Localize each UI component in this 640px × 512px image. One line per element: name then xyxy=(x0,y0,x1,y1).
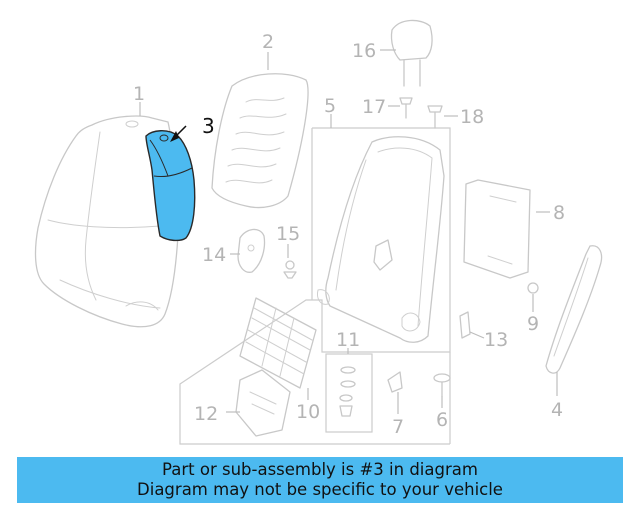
callout-14: 14 xyxy=(202,244,226,266)
banner-line-2: Diagram may not be specific to your vehi… xyxy=(137,480,503,499)
callout-13: 13 xyxy=(484,329,508,351)
part-17-guide xyxy=(399,97,413,119)
part-3-shape xyxy=(145,130,196,242)
callout-5: 5 xyxy=(324,95,336,117)
callout-15: 15 xyxy=(276,223,300,245)
callout-12: 12 xyxy=(194,403,218,425)
part-4-side-shield xyxy=(545,245,603,374)
callout-9: 9 xyxy=(527,313,539,335)
part-11-hardware-box xyxy=(325,353,373,433)
callout-17: 17 xyxy=(362,96,386,118)
callout-7: 7 xyxy=(392,416,404,438)
callout-16: 16 xyxy=(352,40,376,62)
part-7-clip xyxy=(387,371,403,393)
callout-2: 2 xyxy=(262,31,274,53)
part-16-headrest xyxy=(390,19,433,87)
part-12-bracket xyxy=(235,369,291,437)
part-18-guide xyxy=(427,105,443,129)
part-2-back-pad xyxy=(211,73,309,209)
frame-assembly-outline xyxy=(179,127,451,445)
callout-6: 6 xyxy=(436,409,448,431)
part-9-clip xyxy=(527,282,539,294)
part-6-bolt xyxy=(433,373,451,397)
part-13-pin xyxy=(459,311,471,339)
parts-diagram: 1 2 3 4 5 6 7 8 9 10 11 12 13 14 15 16 1… xyxy=(34,19,603,445)
banner-line-1: Part or sub-assembly is #3 in diagram xyxy=(162,460,478,479)
callout-10: 10 xyxy=(296,401,320,423)
disclaimer-banner: Part or sub-assembly is #3 in diagram Di… xyxy=(17,457,623,503)
part-5-seat-frame xyxy=(317,136,445,343)
callout-3: 3 xyxy=(202,114,215,138)
part-8-back-panel xyxy=(463,179,531,279)
part-3-side-pad-highlighted xyxy=(145,125,196,242)
callout-8: 8 xyxy=(553,202,565,224)
callout-18: 18 xyxy=(460,106,484,128)
callout-11: 11 xyxy=(336,329,360,351)
leader-lines xyxy=(139,49,558,414)
part-14-trim xyxy=(237,228,266,273)
callout-4: 4 xyxy=(551,399,563,421)
callout-1: 1 xyxy=(133,83,145,105)
part-15-clip xyxy=(283,260,297,279)
part-11-hardware xyxy=(339,366,356,417)
part-10-lumbar-grid xyxy=(239,297,317,389)
